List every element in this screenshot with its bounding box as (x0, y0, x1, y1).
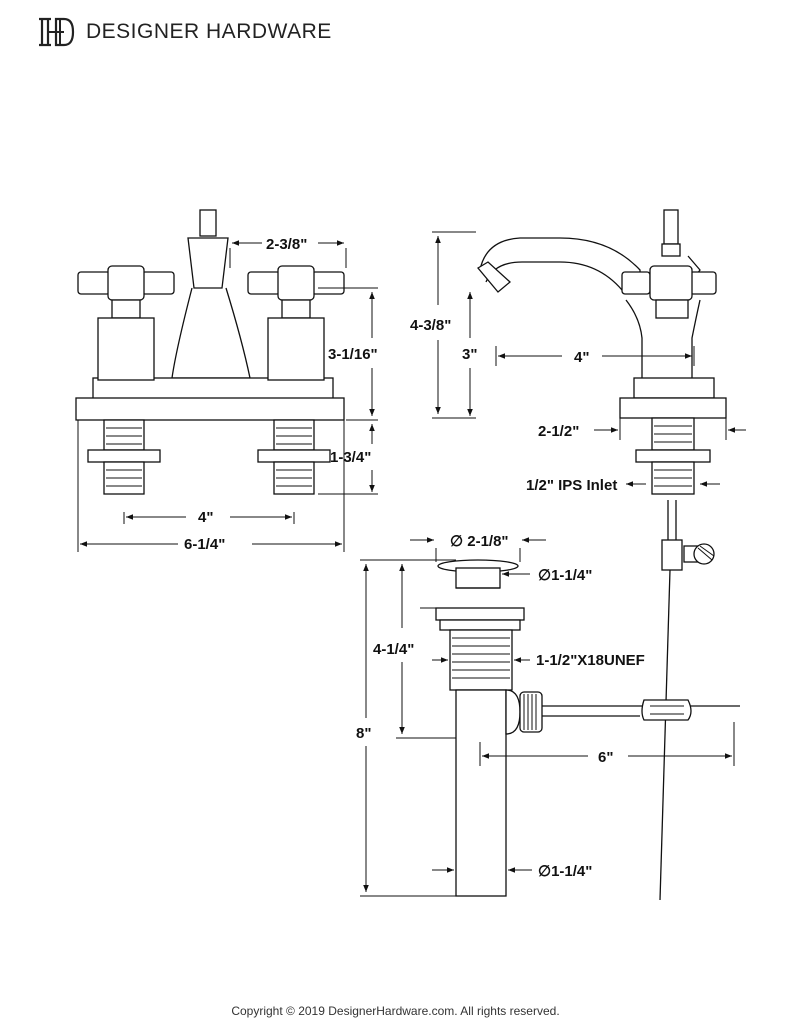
technical-drawing: 2-3/8" 3-1/16" 1-3/4" 4" 6-1/4" (75, 209, 746, 901)
overall-width-label: 6-1/4" (184, 536, 225, 553)
copyright-footer: Copyright © 2019 DesignerHardware.com. A… (231, 1004, 560, 1018)
side-view-dimensions (432, 231, 746, 487)
front-height-label: 3-1/16" (328, 346, 378, 363)
brand-name: DESIGNER HARDWARE (86, 20, 332, 43)
stopper-diameter-label: ∅1-1/4" (538, 567, 592, 584)
handle-spacing-label: 2-3/8" (266, 236, 307, 253)
rod-length-label: 6" (598, 749, 613, 766)
thread-label: 1-1/2"X18UNEF (536, 652, 645, 669)
shank-length-label: 1-3/4" (330, 449, 371, 466)
front-view-dimensions (77, 240, 378, 552)
inlet-label: 1/2" IPS Inlet (526, 477, 617, 494)
side-view-faucet (477, 209, 727, 495)
drain-dimensions (360, 537, 735, 897)
lift-rod (659, 500, 715, 901)
header: DESIGNER HARDWARE (36, 14, 332, 50)
upper-length-label: 4-1/4" (373, 641, 414, 658)
center-spacing-label: 4" (198, 509, 213, 526)
spout-reach-label: 4" (574, 349, 589, 366)
overall-height-label: 4-3/8" (410, 317, 451, 334)
spout-height-label: 3" (462, 346, 477, 363)
base-depth-label: 2-1/2" (538, 423, 579, 440)
front-view-faucet (75, 209, 345, 495)
flange-diameter-label: ∅ 2-1/8" (450, 533, 509, 550)
drain-assembly (435, 559, 740, 897)
overall-length-label: 8" (356, 725, 371, 742)
designer-hardware-logo (39, 17, 75, 47)
tailpiece-diameter-label: ∅1-1/4" (538, 863, 592, 880)
